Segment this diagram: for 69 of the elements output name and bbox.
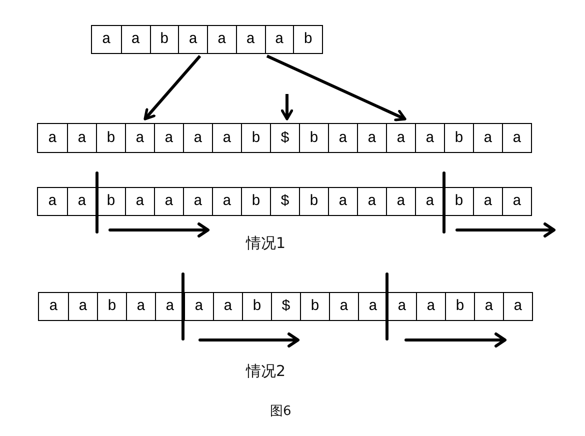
character: a (217, 32, 226, 47)
character: a (165, 299, 174, 314)
character: a (483, 130, 492, 146)
character: a (397, 299, 406, 314)
character: b (309, 130, 318, 146)
arrow (280, 94, 294, 120)
character: a (396, 130, 406, 146)
character: b (106, 130, 116, 146)
character: b (251, 130, 260, 146)
character: a (425, 130, 434, 146)
character: b (252, 299, 262, 314)
character: a (368, 299, 378, 314)
character: a (164, 194, 174, 209)
character: a (483, 194, 492, 209)
character: b (454, 194, 464, 209)
case-label: 情况2 (246, 362, 286, 381)
character: a (246, 32, 256, 47)
character: a (513, 299, 522, 314)
character: a (396, 194, 406, 209)
character: b (251, 194, 260, 209)
character: a (367, 194, 376, 209)
character: a (367, 130, 376, 146)
character: b (454, 130, 464, 146)
character: a (222, 194, 232, 209)
character: a (102, 32, 111, 47)
character: a (426, 299, 436, 314)
character: a (135, 130, 144, 146)
character: b (106, 194, 116, 209)
character: a (339, 299, 348, 314)
character: a (78, 299, 88, 314)
character: b (160, 32, 169, 47)
character: a (48, 299, 58, 314)
figure-caption: 图6 (270, 403, 292, 420)
character: a (136, 299, 146, 314)
character: a (77, 194, 86, 209)
character: a (484, 299, 494, 314)
string-row (37, 187, 532, 216)
case-label: 情况1 (246, 234, 286, 253)
string-row (38, 292, 533, 321)
character: b (309, 194, 318, 209)
string-row (37, 123, 532, 153)
character: a (338, 130, 348, 146)
character: a (131, 32, 140, 47)
character: $ (280, 130, 290, 146)
character: a (274, 32, 284, 47)
character: b (455, 299, 464, 314)
character: b (310, 299, 320, 314)
arrow (144, 55, 202, 120)
character: a (48, 194, 57, 209)
character: b (107, 299, 116, 314)
character: a (164, 130, 174, 146)
character: b (304, 32, 313, 47)
character: a (77, 130, 86, 146)
character: a (135, 194, 144, 209)
character: a (512, 130, 522, 146)
character: a (193, 130, 202, 146)
character: a (222, 130, 232, 146)
character: $ (281, 299, 290, 314)
arrow (266, 54, 406, 122)
character: $ (280, 194, 290, 209)
character: a (194, 299, 204, 314)
character: a (188, 32, 198, 47)
character: a (193, 194, 202, 209)
string-row (91, 25, 323, 54)
character: a (338, 194, 348, 209)
character: a (223, 299, 232, 314)
character: a (512, 194, 522, 209)
character: a (48, 130, 57, 146)
character: a (425, 194, 434, 209)
